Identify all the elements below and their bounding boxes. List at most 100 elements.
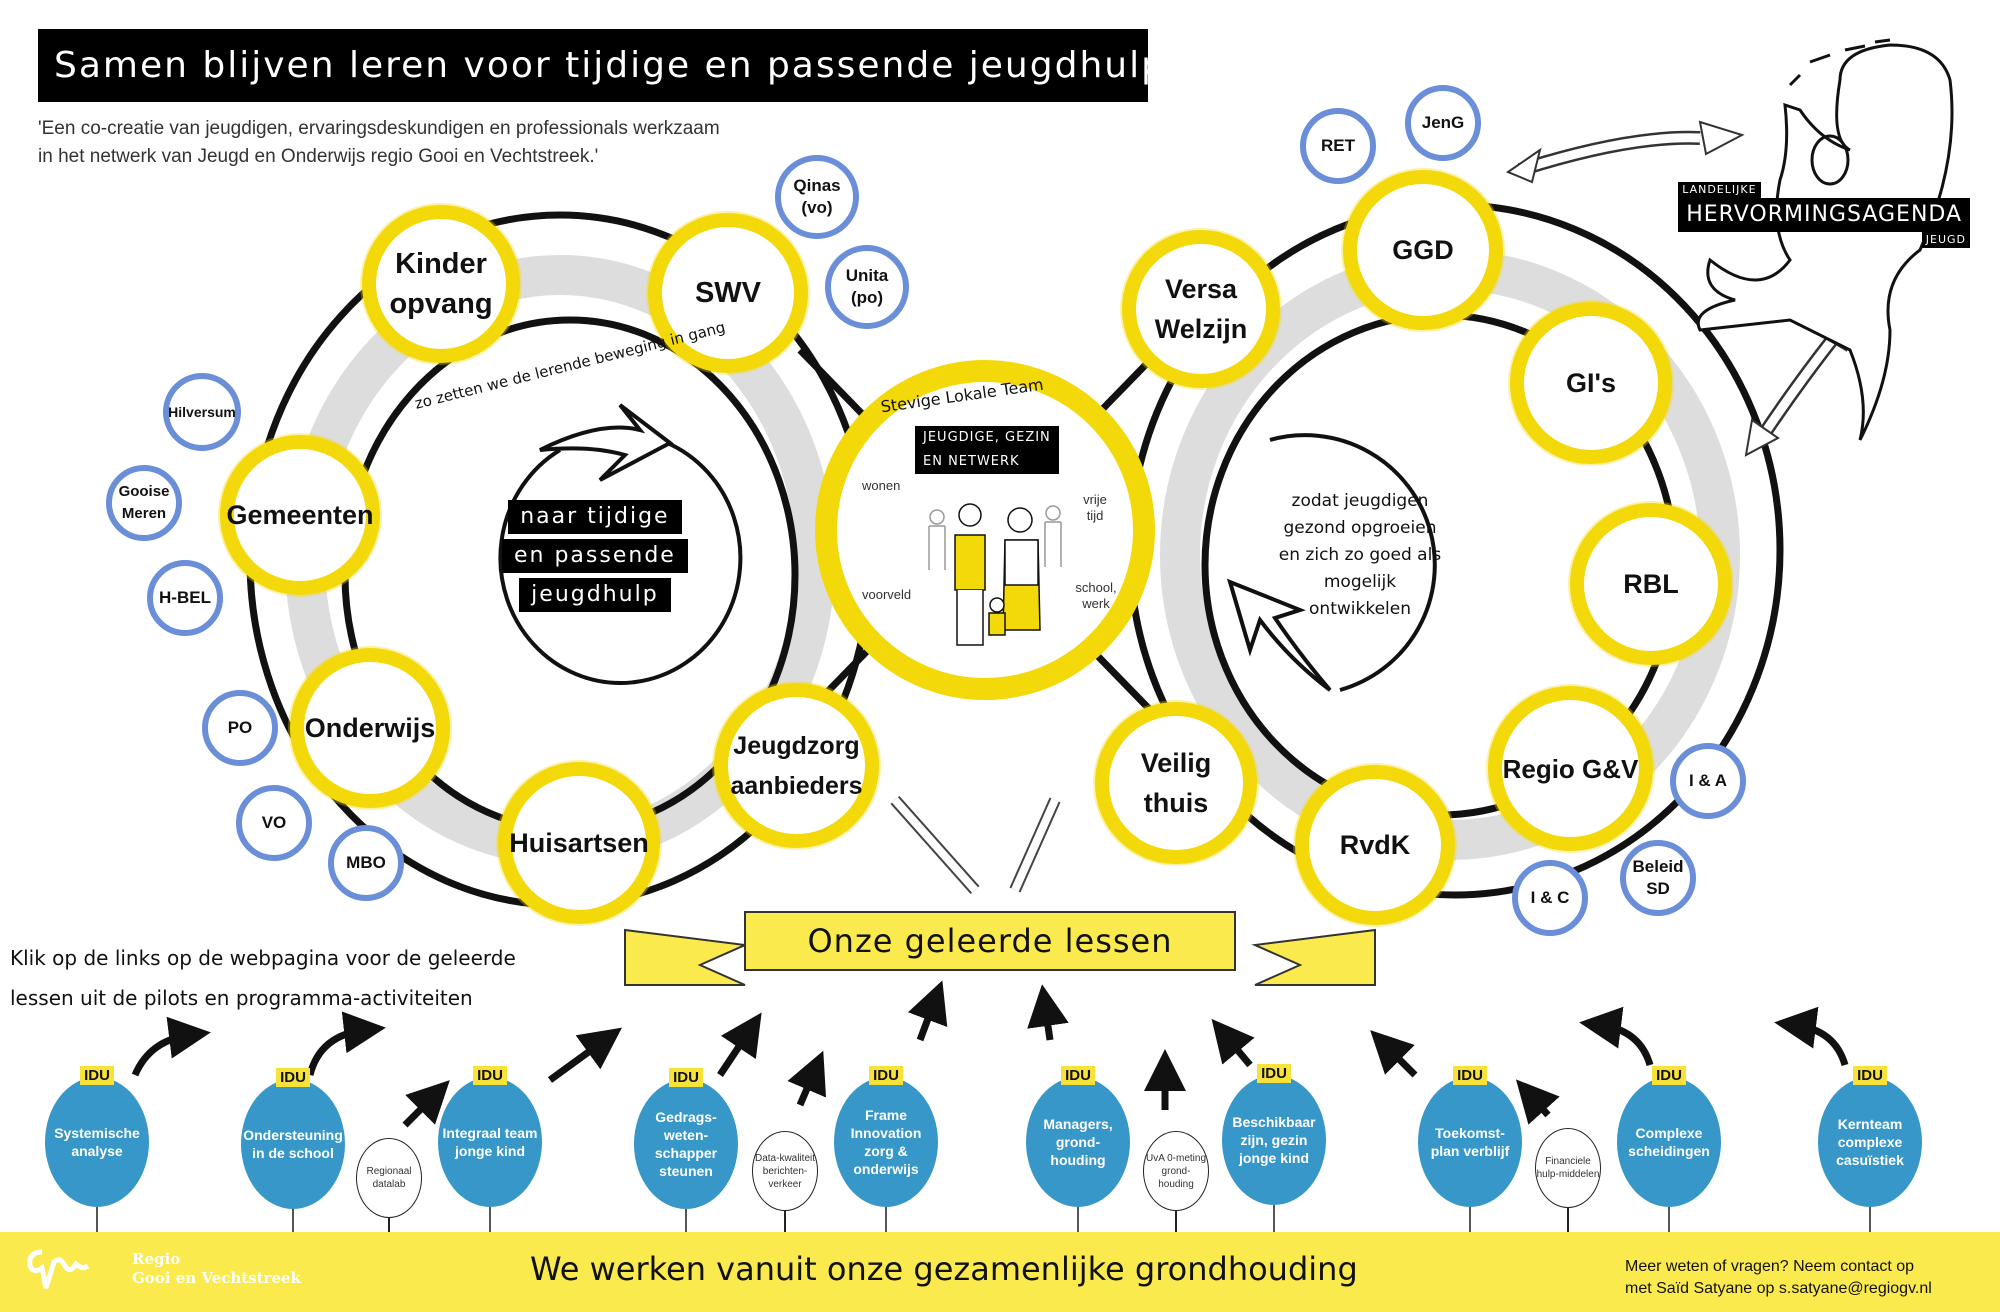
sub-partner-beleid-sd[interactable]: Beleid SD [1620, 840, 1696, 916]
sub-partner-h-bel[interactable]: H-BEL [147, 560, 223, 636]
idu-badge: IDU [80, 1066, 114, 1085]
sub-item-label[interactable]: Regionaal datalab [356, 1138, 422, 1218]
partner-gemeenten[interactable]: Gemeenten [220, 435, 380, 595]
center-tag-line-2: EN NETWERK [915, 450, 1059, 474]
sub-item[interactable]: Data-kwaliteit berichten-verkeer [752, 1131, 818, 1234]
partner-versa-welzijn[interactable]: Versa Welzijn [1122, 230, 1280, 388]
sub-partner-i-a[interactable]: I & A [1670, 743, 1746, 819]
stick [1869, 1207, 1871, 1247]
ribbon-banner [744, 911, 1236, 971]
partner-huisartsen[interactable]: Huisartsen [498, 762, 660, 924]
right-goal: zodat jeugdigen gezond opgroeien en zich… [1255, 488, 1465, 623]
regio-logo-text: Regio Gooi en Vechtstreek [132, 1250, 301, 1288]
stick [1077, 1207, 1079, 1247]
contact-line-2[interactable]: met Saïd Satyane op s.satyane@regiogv.nl [1625, 1280, 1932, 1297]
footer-slogan: We werken vanuit onze gezamenlijke grond… [530, 1250, 1358, 1288]
partner-ggd[interactable]: GGD [1343, 170, 1503, 330]
sub-partner-i-c[interactable]: I & C [1512, 860, 1588, 936]
sub-partner-unita[interactable]: Unita (po) [825, 245, 909, 329]
sub-item[interactable]: Regionaal datalab [356, 1138, 422, 1236]
idu-label[interactable]: Ondersteuning in de school [241, 1079, 345, 1209]
regio-logo-icon [27, 1249, 90, 1289]
left-goal-line-2: en passende [502, 539, 688, 573]
stick [1273, 1205, 1275, 1247]
sub-partner-ret[interactable]: RET [1300, 108, 1376, 184]
right-goal-line-5: ontwikkelen [1309, 599, 1411, 619]
right-goal-line-3: en zich zo goed als [1278, 545, 1442, 565]
label-vrije-tijd: vrije tijd [1083, 492, 1107, 523]
idu-label[interactable]: Frame Innovation zorg & onderwijs [834, 1077, 938, 1207]
sub-item[interactable]: UvA 0-meting grond-houding [1143, 1131, 1209, 1234]
national-agenda-label: LANDELIJKE HERVORMINGSAGENDA JEUGD [1678, 182, 1970, 248]
idu-badge: IDU [473, 1066, 507, 1085]
upward-arrows [131, 980, 1849, 1128]
sub-partner-hilversum[interactable]: Hilversum [163, 373, 241, 451]
cycle-arrow-right-icon [539, 403, 674, 482]
sub-partner-qinas[interactable]: Qinas (vo) [775, 155, 859, 239]
idu-badge: IDU [669, 1068, 703, 1087]
idu-badge: IDU [276, 1068, 310, 1087]
stick [885, 1207, 887, 1247]
stick [1668, 1207, 1670, 1247]
stick [292, 1209, 294, 1247]
logo-line-2: Gooi en Vechtstreek [132, 1269, 301, 1287]
idu-label[interactable]: Integraal team jonge kind [438, 1077, 542, 1207]
contact-info: Meer weten of vragen? Neem contact op me… [1625, 1256, 1932, 1300]
instruction-text: Klik op de links op de webpagina voor de… [10, 938, 516, 1018]
stick [388, 1218, 390, 1236]
idu-label[interactable]: Systemische analyse [45, 1077, 149, 1207]
partner-veilig-thuis[interactable]: Veilig thuis [1095, 702, 1257, 864]
partner-jeugdzorg-aanbieders[interactable]: Jeugdzorg aanbieders [714, 683, 879, 848]
idu-label[interactable]: Managers, grond-houding [1026, 1077, 1130, 1207]
netherlands-map-icon [1696, 43, 1954, 441]
idu-label[interactable]: Toekomst-plan verblijf [1418, 1077, 1522, 1207]
label-voorveld: voorveld [862, 587, 912, 602]
subtitle: 'Een co-creatie van jeugdigen, ervarings… [38, 115, 798, 171]
sub-partner-vo[interactable]: VO [236, 785, 312, 861]
idu-label[interactable]: Complexe scheidingen [1617, 1077, 1721, 1207]
idu-badge: IDU [1853, 1066, 1887, 1085]
sub-partner-jeng[interactable]: JenG [1405, 85, 1481, 161]
partner-regio-gv[interactable]: Regio G&V [1488, 686, 1653, 851]
sub-item[interactable]: Financiele hulp-middelen [1535, 1128, 1601, 1234]
family-illustration [928, 503, 1062, 646]
subtitle-line-2: in het netwerk van Jeugd en Onderwijs re… [38, 146, 599, 167]
stick [685, 1209, 687, 1247]
label-wonen: wonen [862, 478, 901, 493]
sub-partner-po[interactable]: PO [202, 690, 278, 766]
sub-item-label[interactable]: Data-kwaliteit berichten-verkeer [752, 1131, 818, 1211]
sub-partner-mbo[interactable]: MBO [328, 825, 404, 901]
right-goal-line-4: mogelijk [1323, 572, 1397, 592]
idu-badge: IDU [1453, 1066, 1487, 1085]
partner-onderwijs[interactable]: Onderwijs [290, 648, 450, 808]
partner-rvdk[interactable]: RvdK [1295, 765, 1455, 925]
stick [1175, 1211, 1177, 1234]
idu-badge: IDU [1061, 1066, 1095, 1085]
partner-gis[interactable]: GI's [1510, 302, 1672, 464]
sub-item-label[interactable]: UvA 0-meting grond-houding [1143, 1131, 1209, 1211]
idu-label[interactable]: Gedrags-weten-schapper steunen [634, 1079, 738, 1209]
idu-badge: IDU [1257, 1064, 1291, 1083]
right-cycle-circle [1269, 433, 1437, 692]
stick [1567, 1208, 1569, 1234]
stick [784, 1211, 786, 1234]
footer-bar [0, 1232, 2000, 1312]
cycle-arrow-left-icon [1226, 578, 1332, 692]
idu-label[interactable]: Beschikbaar zijn, gezin jonge kind [1222, 1075, 1326, 1205]
sub-item-label[interactable]: Financiele hulp-middelen [1535, 1128, 1601, 1208]
sub-partner-gooise-meren[interactable]: Gooise Meren [106, 465, 182, 541]
partner-rbl[interactable]: RBL [1570, 503, 1732, 665]
idu-label[interactable]: Kernteam complexe casuïstiek [1818, 1077, 1922, 1207]
center-tag-line-1: JEUGDIGE, GEZIN [915, 426, 1059, 450]
partner-kinder-opvang[interactable]: Kinder opvang [362, 205, 520, 363]
